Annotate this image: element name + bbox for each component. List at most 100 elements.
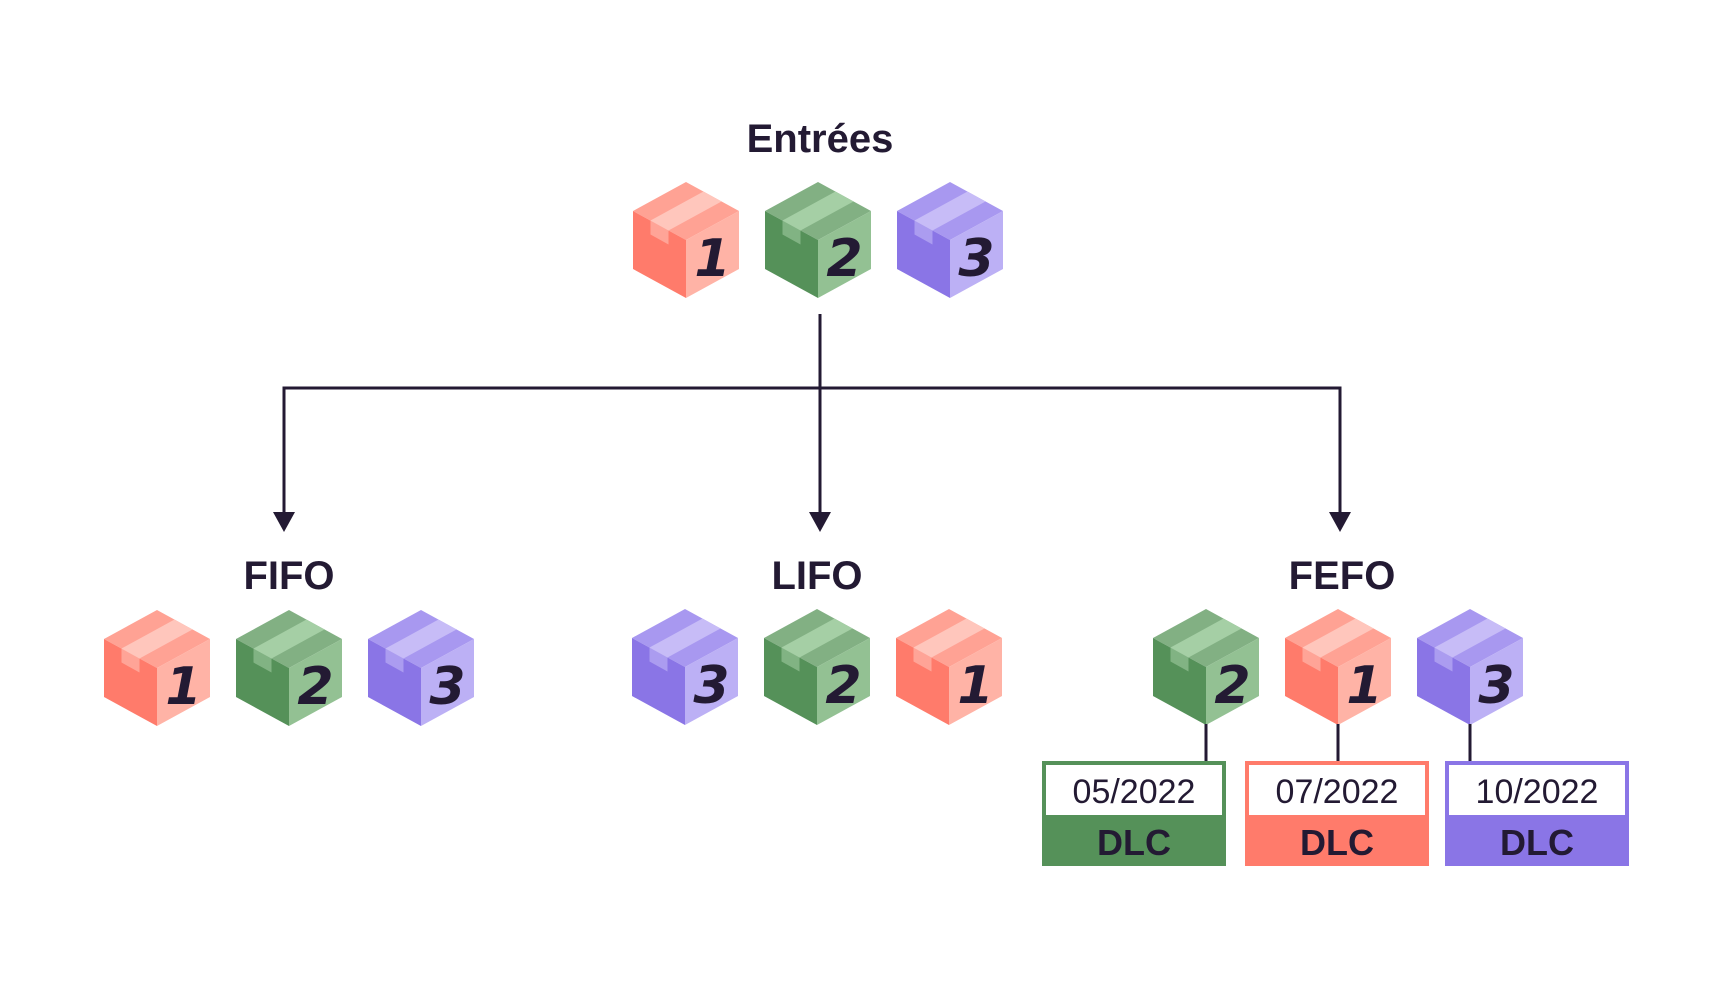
box-right-face (1338, 638, 1391, 725)
purple-box-3: 3 (632, 609, 738, 725)
red-box-1: 1 (896, 609, 1002, 725)
lifo-boxes: 3 2 1 (632, 609, 1002, 725)
green-box-2: 2 (764, 609, 870, 725)
red-box-1: 1 (633, 182, 739, 298)
box-tape (781, 618, 853, 658)
box-tape (253, 619, 325, 659)
box-tape-flap (1302, 647, 1321, 672)
box-number: 1 (165, 657, 201, 717)
box-number: 2 (825, 656, 861, 716)
box-tape (1302, 618, 1374, 658)
box-tape (1170, 618, 1242, 658)
box-tape-flap (782, 220, 801, 245)
expiry-date: 05/2022 (1073, 773, 1196, 811)
arrow-to-fefo (1329, 512, 1351, 532)
box-number: 1 (957, 656, 993, 716)
flow-connectors (282, 314, 1342, 512)
branch-line (282, 386, 1342, 512)
box-number: 2 (297, 657, 333, 717)
fefo-boxes: 2 1 3 (1153, 609, 1523, 725)
box-right-face (686, 211, 739, 298)
fifo-boxes: 1 2 3 (104, 610, 474, 726)
box-left-face (1153, 638, 1206, 725)
box-right-face (421, 639, 474, 726)
purple-box-3: 3 (1417, 609, 1523, 725)
arrow-to-lifo (809, 512, 831, 532)
arrow-to-fifo (273, 512, 295, 532)
box-right-face (289, 639, 342, 726)
expiry-date: 07/2022 (1276, 773, 1399, 811)
box-left-face (765, 211, 818, 298)
purple-box-3: 3 (897, 182, 1003, 298)
dlc-label: DLC (1500, 822, 1574, 863)
box-tape (782, 191, 854, 231)
box-left-face (1417, 638, 1470, 725)
dlc-label: DLC (1097, 822, 1171, 863)
box-tape (385, 619, 457, 659)
entrees-boxes: 1 2 3 (633, 182, 1003, 298)
box-tape-flap (781, 647, 800, 672)
box-number: 1 (694, 229, 730, 289)
box-left-face (104, 639, 157, 726)
dlc-label: DLC (1300, 822, 1374, 863)
purple-box-3: 3 (368, 610, 474, 726)
box-right-face (817, 638, 870, 725)
box-tape (121, 619, 193, 659)
box-left-face (897, 211, 950, 298)
box-right-face (157, 639, 210, 726)
title-fifo: FIFO (243, 554, 334, 598)
box-left-face (236, 639, 289, 726)
box-right-face (949, 638, 1002, 725)
tag-date-field (1449, 765, 1625, 815)
box-tape-flap (914, 220, 933, 245)
box-tape (914, 191, 986, 231)
box-tape-flap (649, 647, 668, 672)
red-box-1: 1 (1285, 609, 1391, 725)
box-left-face (368, 639, 421, 726)
box-left-face (896, 638, 949, 725)
green-box-2: 2 (236, 610, 342, 726)
box-number: 2 (826, 229, 862, 289)
box-number: 3 (1478, 656, 1514, 716)
title-lifo: LIFO (771, 554, 862, 598)
box-tape-flap (385, 648, 404, 673)
tag-date-field (1046, 765, 1222, 815)
box-number: 2 (1214, 656, 1250, 716)
green-box-2: 2 (1153, 609, 1259, 725)
box-tape (1434, 618, 1506, 658)
box-tape (650, 191, 722, 231)
box-tape-flap (913, 647, 932, 672)
box-right-face (685, 638, 738, 725)
box-number: 3 (958, 229, 994, 289)
box-tape-flap (253, 648, 272, 673)
green-box-2: 2 (765, 182, 871, 298)
box-left-face (1285, 638, 1338, 725)
box-number: 1 (1346, 656, 1382, 716)
box-right-face (950, 211, 1003, 298)
box-tape-flap (1170, 647, 1189, 672)
box-tape-flap (121, 648, 140, 673)
box-left-face (764, 638, 817, 725)
box-number: 3 (693, 656, 729, 716)
tag-date-field (1249, 765, 1425, 815)
box-right-face (1206, 638, 1259, 725)
box-tape-flap (650, 220, 669, 245)
red-box-1: 1 (104, 610, 210, 726)
box-tape-flap (1434, 647, 1453, 672)
expiry-date: 10/2022 (1476, 773, 1599, 811)
title-entrees: Entrées (747, 117, 894, 161)
box-right-face (818, 211, 871, 298)
flow-arrowheads (273, 512, 1351, 532)
box-number: 3 (429, 657, 465, 717)
box-tape (649, 618, 721, 658)
box-left-face (633, 211, 686, 298)
title-fefo: FEFO (1289, 554, 1396, 598)
box-right-face (1470, 638, 1523, 725)
box-tape (913, 618, 985, 658)
box-left-face (632, 638, 685, 725)
